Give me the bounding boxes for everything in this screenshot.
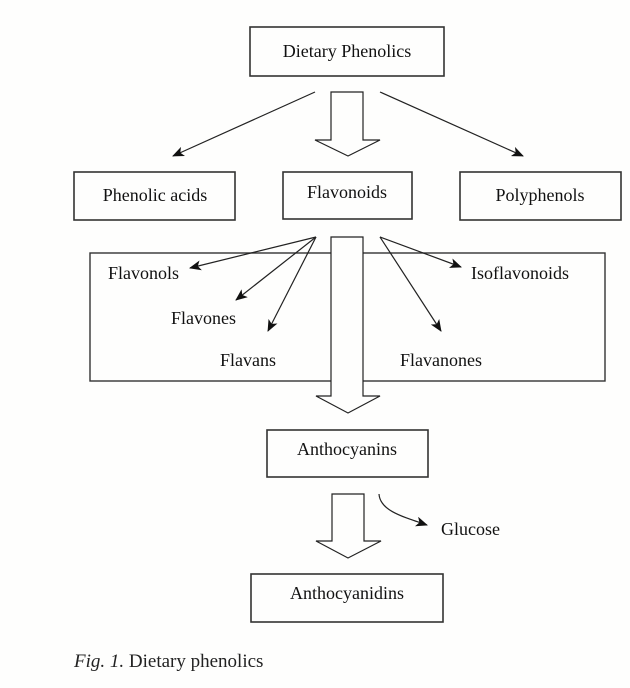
node-flavanones: Flavanones bbox=[400, 350, 482, 370]
node-label: Polyphenols bbox=[495, 185, 584, 205]
block-arrow-to-anthocyanidins bbox=[315, 493, 382, 559]
node-label: Phenolic acids bbox=[103, 185, 207, 205]
block-arrow-to-flavonoids bbox=[314, 91, 381, 157]
node-anthocyanins: Anthocyanins bbox=[266, 429, 429, 478]
node-flavonoids: Flavonoids bbox=[282, 171, 413, 220]
figure-caption: Fig. 1. Dietary phenolics bbox=[74, 651, 263, 673]
node-label: Flavonoids bbox=[307, 182, 387, 202]
edge-arrow-to-glucose bbox=[378, 493, 428, 527]
node-flavonols: Flavonols bbox=[108, 263, 179, 283]
node-dietary-phenolics: Dietary Phenolics bbox=[249, 26, 445, 77]
node-flavones: Flavones bbox=[171, 308, 236, 328]
edge-arrow-to-phenolic-acids bbox=[172, 91, 316, 157]
node-flavans: Flavans bbox=[220, 350, 276, 370]
node-label: Anthocyanidins bbox=[290, 583, 404, 603]
edge-arrow-to-polyphenols bbox=[379, 91, 524, 157]
node-label: Anthocyanins bbox=[297, 439, 397, 459]
edge-arrow-to-flavanones bbox=[379, 236, 442, 332]
node-label: Dietary Phenolics bbox=[283, 41, 411, 61]
caption-text: Dietary phenolics bbox=[124, 651, 264, 672]
edge-arrow-to-flavones bbox=[235, 236, 317, 301]
node-glucose: Glucose bbox=[441, 519, 500, 539]
node-isoflavonoids: Isoflavonoids bbox=[471, 263, 569, 283]
block-arrow-to-anthocyanins bbox=[315, 236, 381, 414]
edge-arrow-to-flavans bbox=[267, 236, 317, 332]
node-phenolic-acids: Phenolic acids bbox=[73, 171, 236, 221]
edge-arrow-to-isoflavonoids bbox=[379, 236, 462, 268]
figure-label: Fig. 1. bbox=[74, 651, 125, 672]
edge-arrow-to-flavonols bbox=[189, 236, 317, 271]
node-anthocyanidins: Anthocyanidins bbox=[250, 573, 444, 623]
node-polyphenols: Polyphenols bbox=[459, 171, 622, 221]
